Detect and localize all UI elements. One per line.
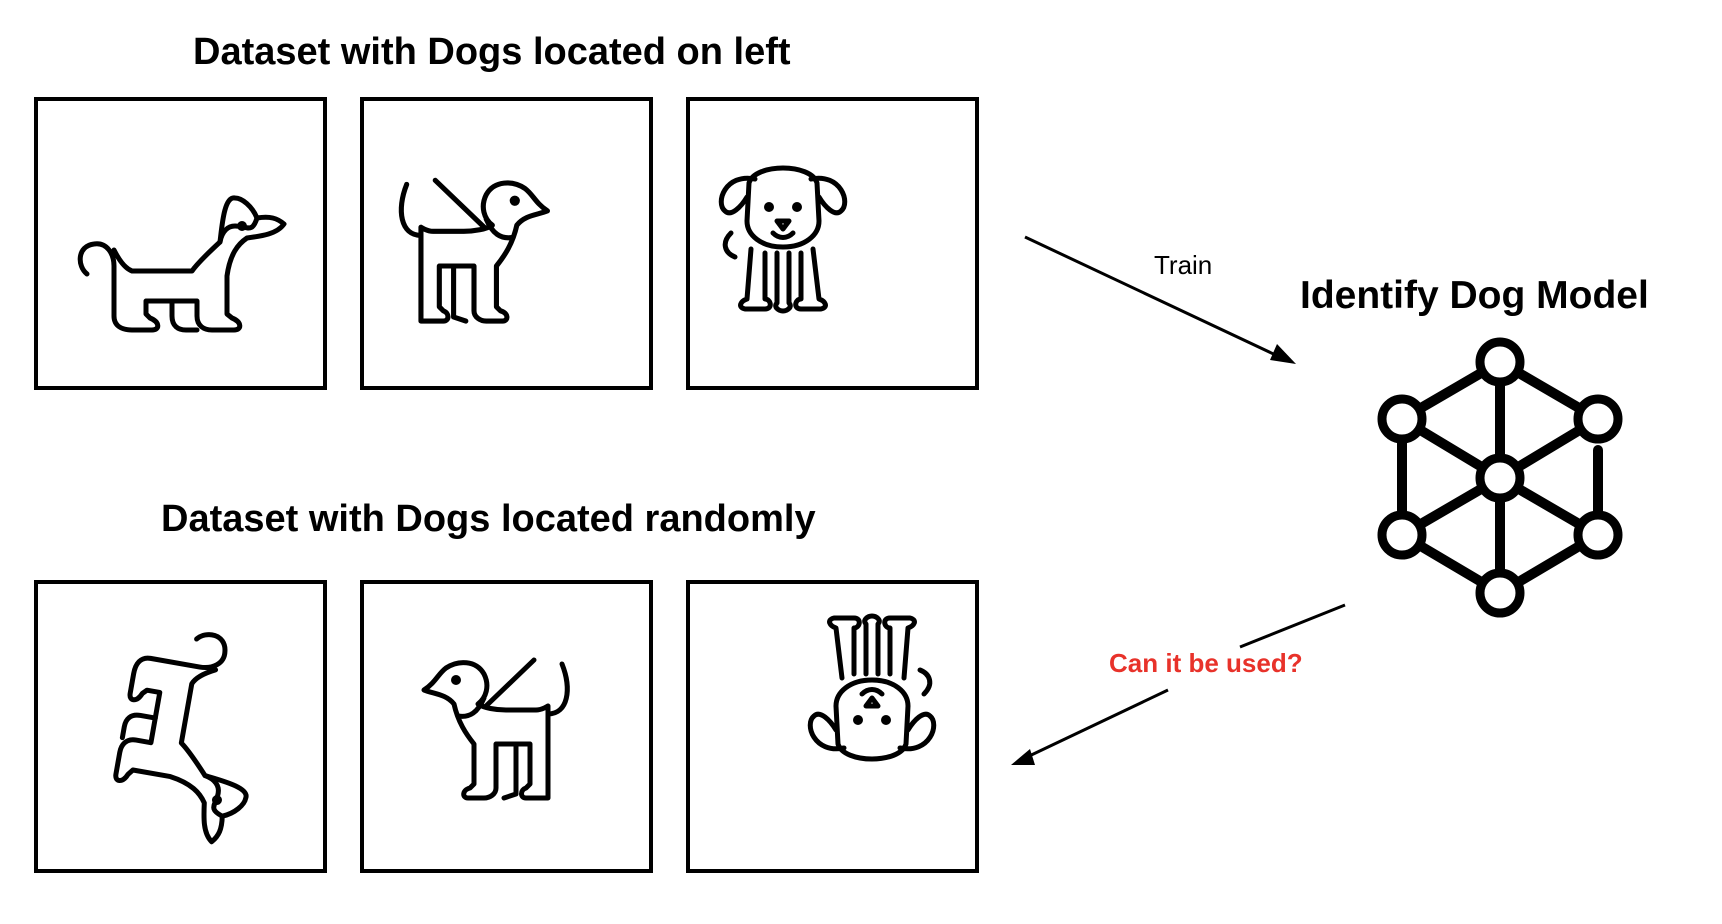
question-arrow-head — [1011, 749, 1035, 765]
train-arrow-line — [1024, 235, 1283, 360]
bottom-image-1 — [34, 580, 327, 873]
question-label: Can it be used? — [1109, 648, 1303, 678]
train-arrow-head — [1270, 344, 1296, 364]
top-image-2 — [360, 97, 653, 390]
model-title: Identify Dog Model — [1300, 274, 1649, 317]
question-arrow-line-upper — [1239, 603, 1346, 649]
bottom-image-2 — [360, 580, 653, 873]
top-dataset-title: Dataset with Dogs located on left — [193, 31, 791, 73]
bottom-dataset-title: Dataset with Dogs located randomly — [161, 498, 816, 540]
question-arrow-line-lower — [1024, 688, 1169, 760]
top-image-1 — [34, 97, 327, 390]
train-label: Train — [1154, 250, 1213, 280]
network-nodes — [1377, 337, 1623, 618]
top-image-3 — [686, 97, 979, 390]
bottom-image-3 — [686, 580, 979, 873]
network-graph-icon — [1377, 337, 1623, 618]
